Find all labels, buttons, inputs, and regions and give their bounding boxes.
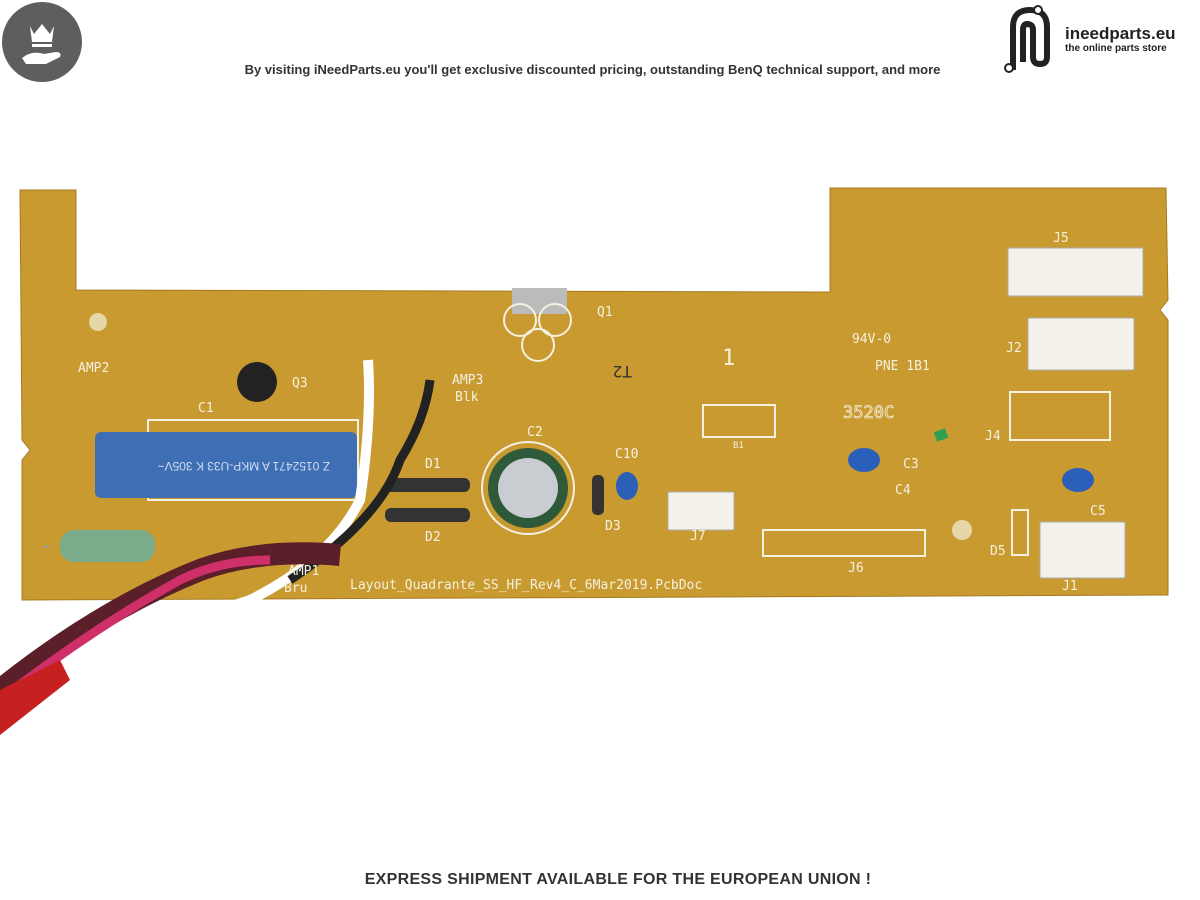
shipping-notice: EXPRESS SHIPMENT AVAILABLE FOR THE EUROP… [364,871,872,888]
label-j6: J6 [848,561,864,576]
label-blk: Blk [455,390,479,405]
connector-j1 [1039,521,1126,579]
connector-j7 [667,491,735,531]
label-amp2: AMP2 [78,361,109,376]
red-sleeve [0,660,70,735]
connector-j2 [1027,317,1135,371]
label-one: 1 [722,346,735,371]
label-j2: J2 [1006,341,1022,356]
capacitor-c10 [616,472,638,500]
label-d3: D3 [605,519,621,534]
capacitor-c3 [848,448,880,472]
label-bru: Bru [284,581,307,596]
label-c10: C10 [615,447,638,462]
label-j7: J7 [690,529,706,544]
diode-d2 [385,508,470,522]
label-rating: 94V-0 [852,332,891,347]
label-j4: J4 [985,429,1001,444]
label-amp3: AMP3 [452,373,483,388]
label-d5: D5 [990,544,1006,559]
label-c3: C3 [903,457,919,472]
transistor-q1 [503,288,572,362]
connector-j4 [1009,391,1111,441]
diode-d5 [1011,509,1029,556]
crown-hand-badge [2,2,82,82]
capacitor-print: Z 0152471 A MKP-U33 K 305V~ [158,459,330,473]
crown-hand-icon [22,24,61,64]
label-c5: C5 [1090,504,1106,519]
label-q1: Q1 [597,305,613,320]
connector-b1 [702,404,776,438]
label-j1: J1 [1062,579,1078,594]
label-j5: J5 [1053,231,1069,246]
diode-d1 [385,478,470,492]
resistor [60,530,155,562]
logo-subtitle: the online parts store [1065,43,1167,54]
label-d1: D1 [425,457,441,472]
transistor-q3 [237,362,277,402]
capacitor-c1 [95,432,357,498]
logo-mark-icon [1004,5,1050,73]
promo-tagline: By visiting iNeedParts.eu you'll get exc… [244,62,941,77]
label-c4: C4 [895,483,911,498]
label-t2: T2 [613,362,632,381]
connector-j6 [762,529,926,557]
logo-name: ineedparts.eu [1065,24,1176,43]
capacitor-c5 [1062,468,1094,492]
label-c2: C2 [527,425,543,440]
diode-d3 [592,475,604,515]
label-ul: PNE 1B1 [875,359,930,374]
label-code: 3520C [843,403,894,423]
label-c1: C1 [198,401,214,416]
label-amp1: AMP1 [288,564,319,579]
label-d2: D2 [425,530,441,545]
label-pcb-doc: Layout_Quadrante_SS_HF_Rev4_C_6Mar2019.P… [350,578,702,593]
pcb-board [19,187,1169,601]
label-b1: B1 [733,441,744,451]
ineedparts-logo[interactable]: ineedparts.eu the online parts store [1003,2,1198,74]
connector-j5 [1007,247,1144,297]
label-q3: Q3 [292,376,308,391]
